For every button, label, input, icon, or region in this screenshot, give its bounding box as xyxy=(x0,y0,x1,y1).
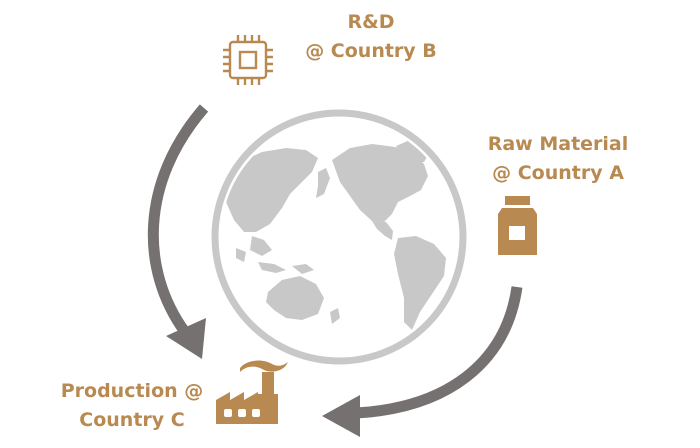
factory-icon xyxy=(216,360,288,424)
arrow-shaft xyxy=(355,286,523,419)
arrow-head xyxy=(322,395,360,437)
production-label-line1: Production @ xyxy=(60,380,204,402)
globe-icon xyxy=(211,109,467,365)
raw-material-label-line2: @ Country A xyxy=(492,162,624,184)
factory-body xyxy=(216,392,278,424)
smoke-shape xyxy=(240,360,288,372)
raw-material-label-line1: Raw Material xyxy=(487,133,629,155)
raw-material-label: Raw Material @ Country A xyxy=(482,130,634,188)
arrow-rd-to-production xyxy=(147,104,209,359)
production-label-line2: Country C xyxy=(79,409,185,431)
production-label: Production @ Country C xyxy=(50,377,214,435)
rd-label-line2: @ Country B xyxy=(305,40,437,62)
arrow-shaft xyxy=(147,104,209,336)
globe-continents xyxy=(222,140,446,330)
jar-icon xyxy=(498,196,537,255)
rd-label-line1: R&D xyxy=(347,11,395,33)
chip-icon xyxy=(223,35,273,85)
arrow-head xyxy=(166,318,206,359)
arrow-raw-to-production xyxy=(322,286,523,437)
chimney xyxy=(262,372,274,394)
globe-ring xyxy=(211,109,467,365)
rd-label: R&D @ Country B xyxy=(300,8,442,66)
